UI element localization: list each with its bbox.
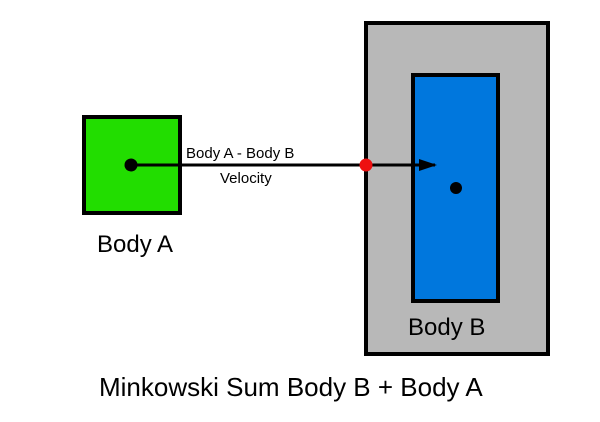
caption: Minkowski Sum Body B + Body A — [99, 372, 483, 402]
contact-point — [359, 158, 373, 172]
body-b-label: Body B — [408, 314, 485, 341]
velocity-label: Velocity — [220, 170, 272, 187]
relative-motion-label: Body A - Body B — [186, 145, 294, 162]
body-b-center-dot — [450, 182, 462, 194]
body-a-center-dot — [124, 158, 138, 172]
body-a-label: Body A — [97, 231, 173, 258]
